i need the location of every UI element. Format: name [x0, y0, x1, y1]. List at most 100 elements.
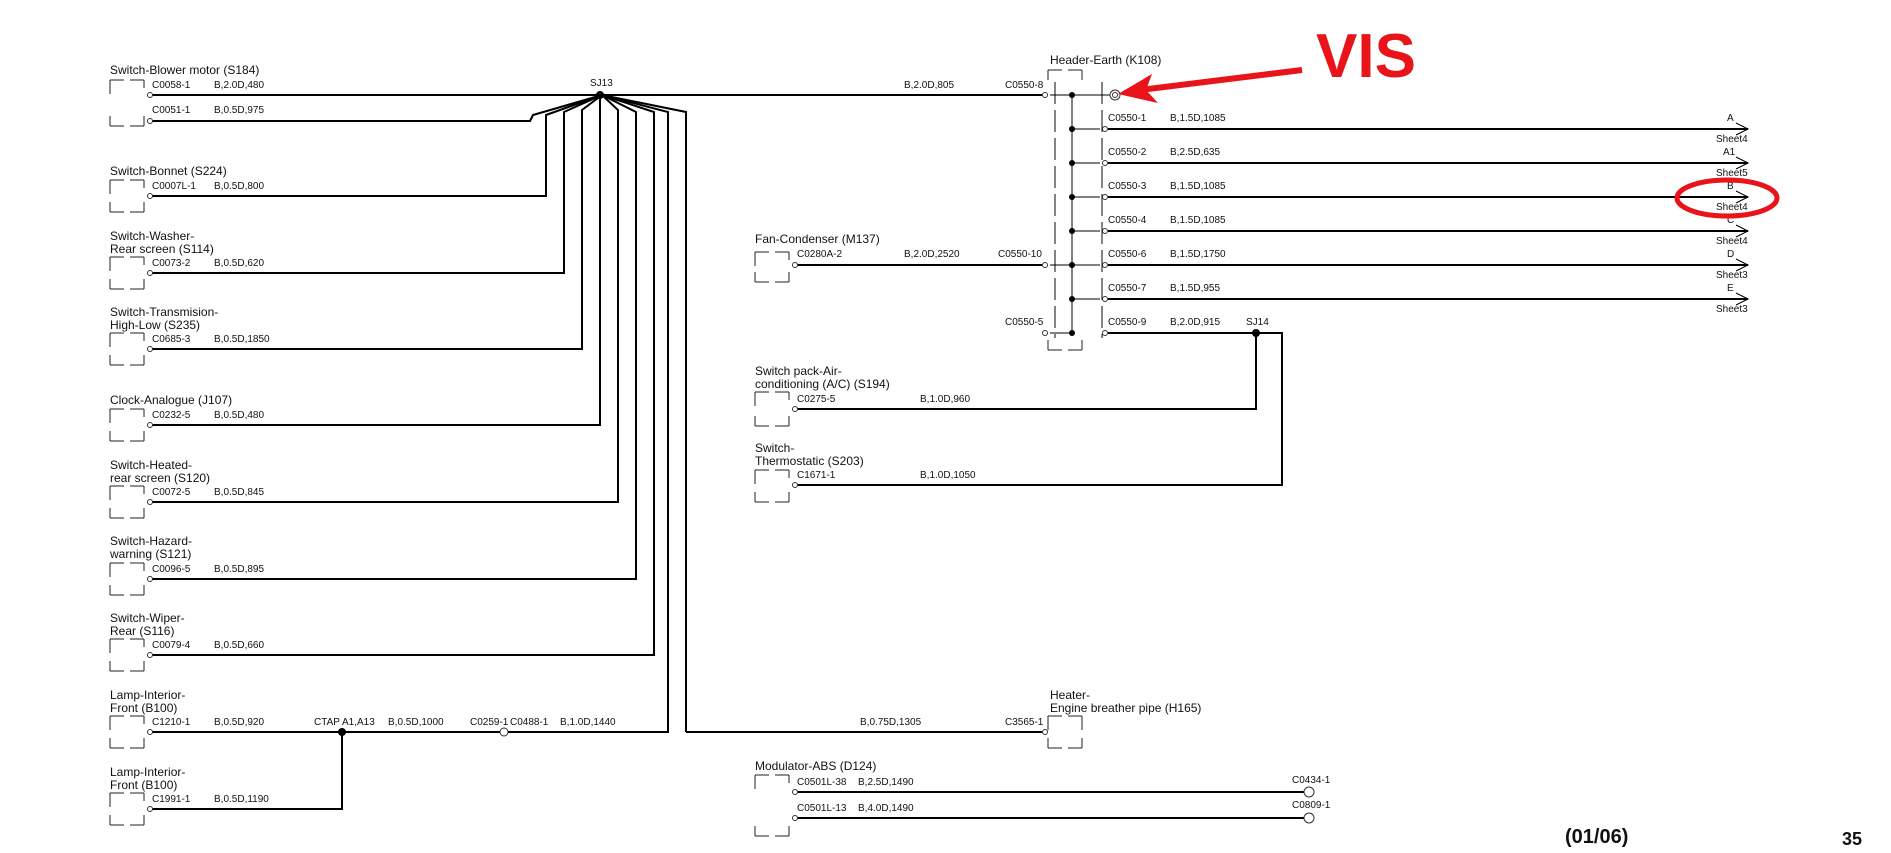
- output-wire: B,2.0D,915: [1170, 317, 1220, 328]
- bonnet-conn: C0007L-1: [152, 181, 196, 192]
- output-dest: E: [1727, 283, 1734, 294]
- output-row: C0550-6 B,1.5D,1750 D Sheet3: [1108, 249, 1748, 281]
- clock-wire: B,0.5D,480: [214, 410, 264, 421]
- lamp1-name-l1: Lamp-Interior-: [110, 688, 185, 702]
- fan-name: Fan-Condenser (M137): [755, 232, 880, 246]
- hazard-conn: C0096-5: [152, 564, 191, 575]
- acpack-name-l2: conditioning (A/C) (S194): [755, 377, 890, 391]
- heated-wire: B,0.5D,845: [214, 487, 264, 498]
- lamp1-wire2: B,0.5D,1000: [388, 717, 444, 728]
- fan-conn: C0280A-2: [797, 249, 842, 260]
- output-sheet: Sheet3: [1716, 304, 1748, 315]
- vis-arrow-shaft: [1139, 67, 1303, 93]
- output-sheet: Sheet5: [1716, 168, 1748, 179]
- output-wire: B,1.5D,1750: [1170, 249, 1226, 260]
- header-conn10: C0550-10: [998, 249, 1042, 260]
- lamp2-conn: C1991-1: [152, 794, 191, 805]
- heated-name-l1: Switch-Heated-: [110, 458, 192, 472]
- lamp1-wire3: B,1.0D,1440: [560, 717, 616, 728]
- heated-conn: C0072-5: [152, 487, 191, 498]
- blower-wire2: B,0.5D,975: [214, 105, 264, 116]
- washer-wire: B,0.5D,620: [214, 258, 264, 269]
- lamp1-conn2: C0259-1: [470, 717, 509, 728]
- output-row: C0550-2 B,2.5D,635 A1 Sheet5: [1108, 147, 1748, 179]
- lamp1-conn: C1210-1: [152, 717, 191, 728]
- output-dest: C: [1727, 215, 1734, 226]
- sj13-label: SJ13: [590, 78, 613, 89]
- thermo-conn: C1671-1: [797, 470, 836, 481]
- output-wire: B,1.5D,1085: [1170, 113, 1226, 124]
- abs-wire1: B,2.5D,1490: [858, 777, 914, 788]
- output-wire: B,1.5D,1085: [1170, 215, 1226, 226]
- highlight-ellipse: [1674, 177, 1780, 219]
- vis-label: VIS: [1316, 22, 1416, 91]
- wiper-name-l1: Switch-Wiper-: [110, 611, 185, 625]
- bonnet-wire: B,0.5D,800: [214, 181, 264, 192]
- bonnet-name: Switch-Bonnet (S224): [110, 164, 227, 178]
- junction-nodes: [338, 91, 1260, 736]
- output-conn: C0550-6: [1108, 249, 1147, 260]
- sj14-label: SJ14: [1246, 317, 1269, 328]
- output-wire: B,1.5D,1085: [1170, 181, 1226, 192]
- thermo-name-l1: Switch-: [755, 441, 794, 455]
- vis-annotation: VIS: [1118, 22, 1780, 219]
- lamp2-wire: B,0.5D,1190: [214, 794, 269, 805]
- clock-name: Clock-Analogue (J107): [110, 393, 232, 407]
- vis-arrow-head: [1118, 74, 1158, 103]
- washer-conn: C0073-2: [152, 258, 191, 269]
- lamp1-wire: B,0.5D,920: [214, 717, 264, 728]
- heater-name-l2: Engine breather pipe (H165): [1050, 701, 1201, 715]
- lamp2-name-l2: Front (B100): [110, 778, 177, 792]
- blower-wire1: B,2.0D,480: [214, 80, 264, 91]
- output-conn: C0550-1: [1108, 113, 1147, 124]
- hazard-wire: B,0.5D,895: [214, 564, 264, 575]
- output-conn: C0550-2: [1108, 147, 1147, 158]
- output-sheet: Sheet4: [1716, 202, 1748, 213]
- output-sheet: Sheet3: [1716, 270, 1748, 281]
- blower-name: Switch-Blower motor (S184): [110, 63, 259, 77]
- washer-name-l2: Rear screen (S114): [110, 242, 214, 256]
- heated-name-l2: rear screen (S120): [110, 471, 210, 485]
- wiper-wire: B,0.5D,660: [214, 640, 264, 651]
- output-conn: C0550-7: [1108, 283, 1147, 294]
- header-conn5: C0550-5: [1005, 317, 1044, 328]
- wires: [152, 94, 1750, 819]
- transmission-name-l1: Switch-Transmision-: [110, 305, 218, 319]
- output-row: C0550-1 B,1.5D,1085 A Sheet4: [1108, 113, 1748, 145]
- hazard-name-l1: Switch-Hazard-: [110, 534, 192, 548]
- acpack-name-l1: Switch pack-Air-: [755, 364, 842, 378]
- header-earth-outline: [1054, 82, 1103, 338]
- acpack-wire: B,1.0D,960: [920, 394, 970, 405]
- header-conn-in: C0550-8: [1005, 80, 1044, 91]
- component-symbols-left: [109, 79, 145, 826]
- heater-wire: B,0.75D,1305: [860, 717, 922, 728]
- output-sheet: Sheet4: [1716, 134, 1748, 145]
- terminals: [147, 89, 1315, 824]
- abs-conn1: C0501L-38: [797, 777, 847, 788]
- output-dest: A1: [1723, 147, 1736, 158]
- wiper-conn: C0079-4: [152, 640, 191, 651]
- component-symbols-right: [754, 69, 1083, 837]
- header-name: Header-Earth (K108): [1050, 53, 1161, 67]
- transmission-wire: B,0.5D,1850: [214, 334, 270, 345]
- thermo-name-l2: Thermostatic (S203): [755, 454, 864, 468]
- output-wire: B,2.5D,635: [1170, 147, 1220, 158]
- abs-wire2: B,4.0D,1490: [858, 803, 914, 814]
- page-date: (01/06): [1565, 826, 1628, 848]
- output-dest: B: [1727, 181, 1734, 192]
- lamp1-conn3: C0488-1: [510, 717, 549, 728]
- output-row: C0550-9 B,2.0D,915: [1108, 317, 1220, 328]
- output-dest: D: [1727, 249, 1734, 260]
- abs-end1: C0434-1: [1292, 775, 1331, 786]
- output-sheet: Sheet4: [1716, 236, 1748, 247]
- fan-wire: B,2.0D,2520: [904, 249, 960, 260]
- page-number: 35: [1842, 829, 1862, 849]
- abs-conn2: C0501L-13: [797, 803, 847, 814]
- transmission-conn: C0685-3: [152, 334, 191, 345]
- output-dest: A: [1727, 113, 1734, 124]
- blower-conn1: C0058-1: [152, 80, 191, 91]
- output-conn: C0550-9: [1108, 317, 1147, 328]
- abs-end2: C0809-1: [1292, 800, 1331, 811]
- lamp1-ctap: CTAP A1,A13: [314, 717, 375, 728]
